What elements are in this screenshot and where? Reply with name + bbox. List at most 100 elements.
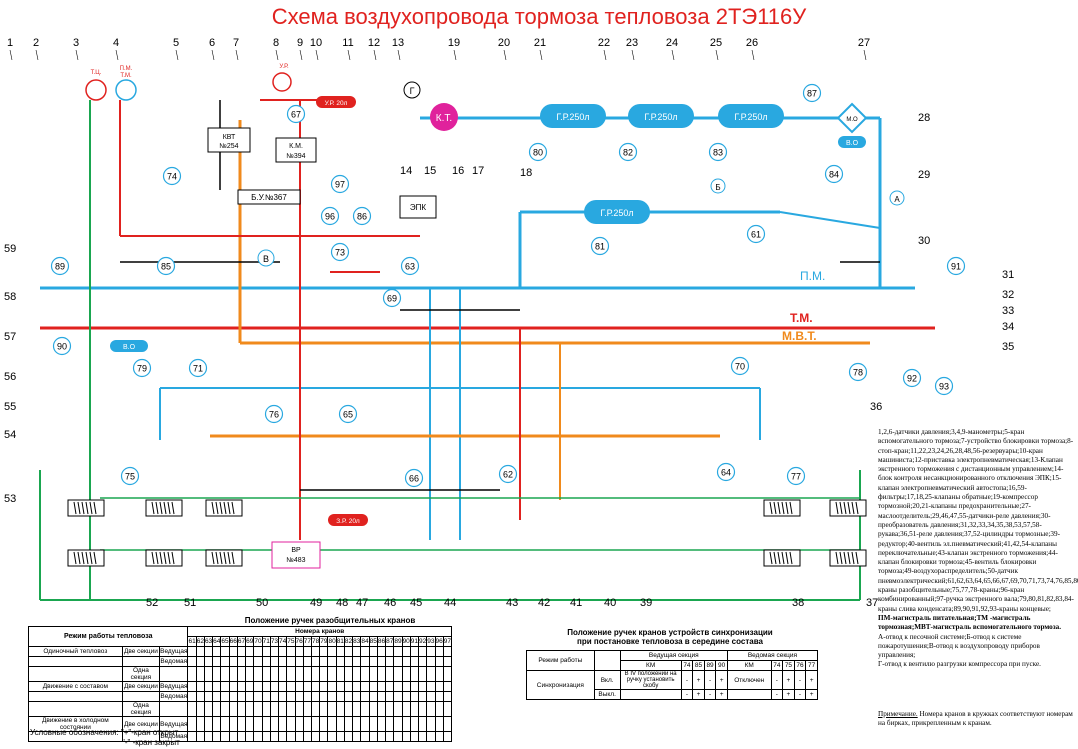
callout-number: 42 [538, 597, 550, 609]
callout-number: 47 [356, 597, 368, 609]
t1-cell [278, 646, 288, 657]
t1-cell [409, 731, 420, 742]
t1-cell [319, 681, 329, 692]
valve-tag: 82 [618, 142, 638, 162]
t1-cell [418, 731, 428, 742]
t1-sub: Ведомая [159, 656, 189, 667]
svg-text:74: 74 [167, 172, 177, 182]
t1-crane-num: 87 [385, 636, 395, 647]
t1-cell [409, 701, 420, 717]
t1-cell [352, 656, 362, 667]
t1-cell [310, 731, 321, 742]
callout-number: 34 [1002, 321, 1014, 333]
t1-cell [278, 701, 288, 717]
t1-cell [245, 731, 255, 742]
t1-crane-num: 75 [286, 636, 296, 647]
callout-number: 20 [498, 37, 510, 49]
t1-cell [187, 656, 197, 667]
t1-crane-num: 83 [352, 636, 362, 647]
t1-cell [269, 646, 280, 657]
t1-cell [245, 646, 255, 657]
t1-cell [310, 691, 321, 702]
t1-sec: Одна секция [121, 666, 161, 682]
t1-cell [426, 691, 436, 702]
t1-cell [393, 716, 403, 732]
t1-cell [401, 701, 411, 717]
brake-cylinder [145, 499, 183, 517]
t1-cell [401, 731, 411, 742]
valve-tag: 67 [286, 104, 306, 124]
mo-label: М.О [846, 117, 858, 123]
t1-cell [426, 731, 436, 742]
svg-text:76: 76 [269, 410, 279, 420]
t1-cell [212, 656, 222, 667]
t1-cell [368, 691, 378, 702]
t2-km: КМ [619, 660, 682, 671]
t1-cell [319, 666, 329, 682]
t1-cell [335, 656, 345, 667]
t1-cell [228, 681, 238, 692]
t1-cell [220, 656, 230, 667]
callout-number: 14 [400, 165, 412, 177]
gr-label: Г.Р.250л [556, 112, 589, 122]
svg-text:97: 97 [335, 180, 345, 190]
brake-cylinder [205, 549, 243, 567]
callout-number: 36 [870, 401, 882, 413]
t2-lead: Ведущая секция [619, 650, 728, 661]
t1-cell [236, 731, 247, 742]
t1-cell [261, 666, 271, 682]
t1-cell [319, 731, 329, 742]
valve-tag: 97 [330, 174, 350, 194]
t1-cell [195, 656, 205, 667]
t1-crane-num: 66 [228, 636, 238, 647]
t1-cell [385, 656, 395, 667]
t1-cell [253, 691, 263, 702]
valve-tag: 86 [352, 206, 372, 226]
t1-mode [28, 666, 123, 682]
t1-cell [360, 656, 370, 667]
t1-cell [294, 716, 304, 732]
t1-cell [418, 666, 428, 682]
t1-cell [261, 681, 271, 692]
t1-cell [261, 716, 271, 732]
svg-text:81: 81 [595, 242, 605, 252]
table1-caption: Положение ручек разобщительных кранов [244, 616, 416, 625]
callout-number: 39 [640, 597, 652, 609]
svg-text:96: 96 [325, 212, 335, 222]
mvt-label: М.В.Т. [782, 329, 817, 343]
valve-tag: 92 [902, 368, 922, 388]
valve-tag: 93 [934, 376, 954, 396]
t1-cell [278, 656, 288, 667]
t1-cell [418, 656, 428, 667]
t1-cell [195, 691, 205, 702]
t1-cell [335, 731, 345, 742]
t1-cell [368, 656, 378, 667]
t1-cell [393, 731, 403, 742]
callout-number: 25 [710, 37, 722, 49]
t1-cell [286, 716, 296, 732]
t1-cell [187, 666, 197, 682]
t1-cell [376, 666, 387, 682]
t1-cell [409, 666, 420, 682]
svg-text:73: 73 [335, 248, 345, 258]
t1-cell [426, 646, 436, 657]
t1-crane-num: 77 [302, 636, 312, 647]
valve-tag: 66 [404, 468, 424, 488]
t1-cell [294, 731, 304, 742]
t1-mode: Одиночный тепловоз [28, 646, 123, 657]
t1-cell [302, 646, 312, 657]
t1-cell [302, 731, 312, 742]
t1-cell [434, 701, 444, 717]
callout-number: 6 [209, 37, 215, 49]
zr-label: З.Р. 20л [336, 518, 360, 525]
svg-text:70: 70 [735, 362, 745, 372]
t1-crane-num: 76 [294, 636, 304, 647]
t1-cell [236, 716, 247, 732]
svg-text:89: 89 [55, 262, 65, 272]
table-row: Ведомая [28, 731, 453, 742]
t1-cell [393, 666, 403, 682]
t1-cell [212, 731, 222, 742]
